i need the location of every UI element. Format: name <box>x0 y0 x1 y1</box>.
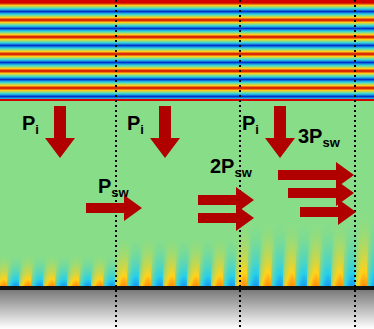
power-label: Pi <box>127 113 144 136</box>
power-label: Pi <box>242 113 259 136</box>
power-label: 2Psw <box>210 156 252 179</box>
power-label: Pi <box>22 113 39 136</box>
power-label: Psw <box>98 176 129 199</box>
power-label: 3Psw <box>298 126 340 149</box>
